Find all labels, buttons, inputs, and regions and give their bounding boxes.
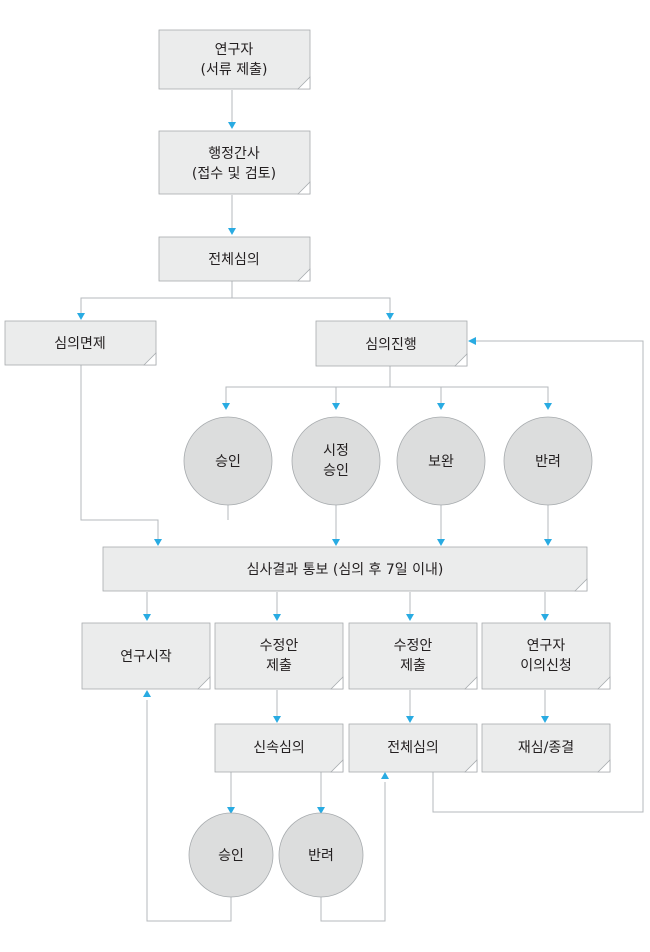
node-review-exempt: 심의면제 — [4, 320, 157, 366]
node-label: (접수 및 검토) — [192, 166, 276, 182]
node-label: 승인 — [218, 848, 244, 864]
node-revision-submit-b: 수정안 제출 — [348, 622, 478, 690]
connector-lines — [80, 90, 644, 922]
node-label: 수정안 — [260, 638, 299, 654]
node-label: 승인 — [323, 463, 349, 479]
node-label: 심의진행 — [365, 337, 417, 353]
node-full-review-bottom: 전체심의 — [348, 723, 478, 773]
node-admin-secretary: 행정간사 (접수 및 검토) — [158, 130, 311, 195]
node-label: 전체심의 — [387, 740, 439, 756]
node-label: 이의신청 — [520, 658, 572, 674]
node-label: 제출 — [400, 658, 426, 674]
node-label: 제출 — [266, 658, 292, 674]
node-label: 반려 — [535, 454, 561, 470]
node-supplement: 보완 — [396, 416, 486, 506]
node-label: 연구자 — [215, 42, 254, 58]
node-rereview-terminate: 재심/종결 — [481, 723, 611, 773]
node-revision-submit-a: 수정안 제출 — [214, 622, 344, 690]
node-label: 시정 — [323, 443, 349, 459]
node-label: 전체심의 — [208, 252, 260, 268]
node-label: 보완 — [428, 454, 454, 470]
node-label: 수정안 — [394, 638, 433, 654]
node-label: 신속심의 — [253, 740, 305, 756]
node-review-in-progress: 심의진행 — [315, 320, 468, 367]
node-label: (서류 제출) — [201, 62, 268, 78]
node-label: 심사결과 통보 (심의 후 7일 이내) — [247, 562, 444, 578]
node-researcher-submit: 연구자 (서류 제출) — [158, 29, 311, 90]
node-approve: 승인 — [183, 416, 273, 506]
node-label: 반려 — [308, 848, 334, 864]
node-researcher-appeal: 연구자 이의신청 — [481, 622, 611, 690]
node-label: 연구자 — [527, 638, 566, 654]
node-label: 행정간사 — [208, 146, 260, 162]
node-expedited-review: 신속심의 — [214, 723, 344, 773]
node-label: 심의면제 — [54, 336, 106, 352]
arrowheads — [77, 122, 552, 814]
node-reject: 반려 — [503, 416, 593, 506]
node-conditional-approve: 시정 승인 — [291, 416, 381, 506]
node-label: 승인 — [215, 454, 241, 470]
node-research-start: 연구시작 — [81, 622, 211, 690]
node-notification: 심사결과 통보 (심의 후 7일 이내) — [102, 546, 588, 592]
node-reject-bottom: 반려 — [278, 812, 364, 898]
node-full-review-top: 전체심의 — [158, 236, 311, 282]
node-label: 재심/종결 — [518, 740, 574, 756]
node-approve-bottom: 승인 — [188, 812, 274, 898]
node-label: 연구시작 — [120, 649, 172, 665]
